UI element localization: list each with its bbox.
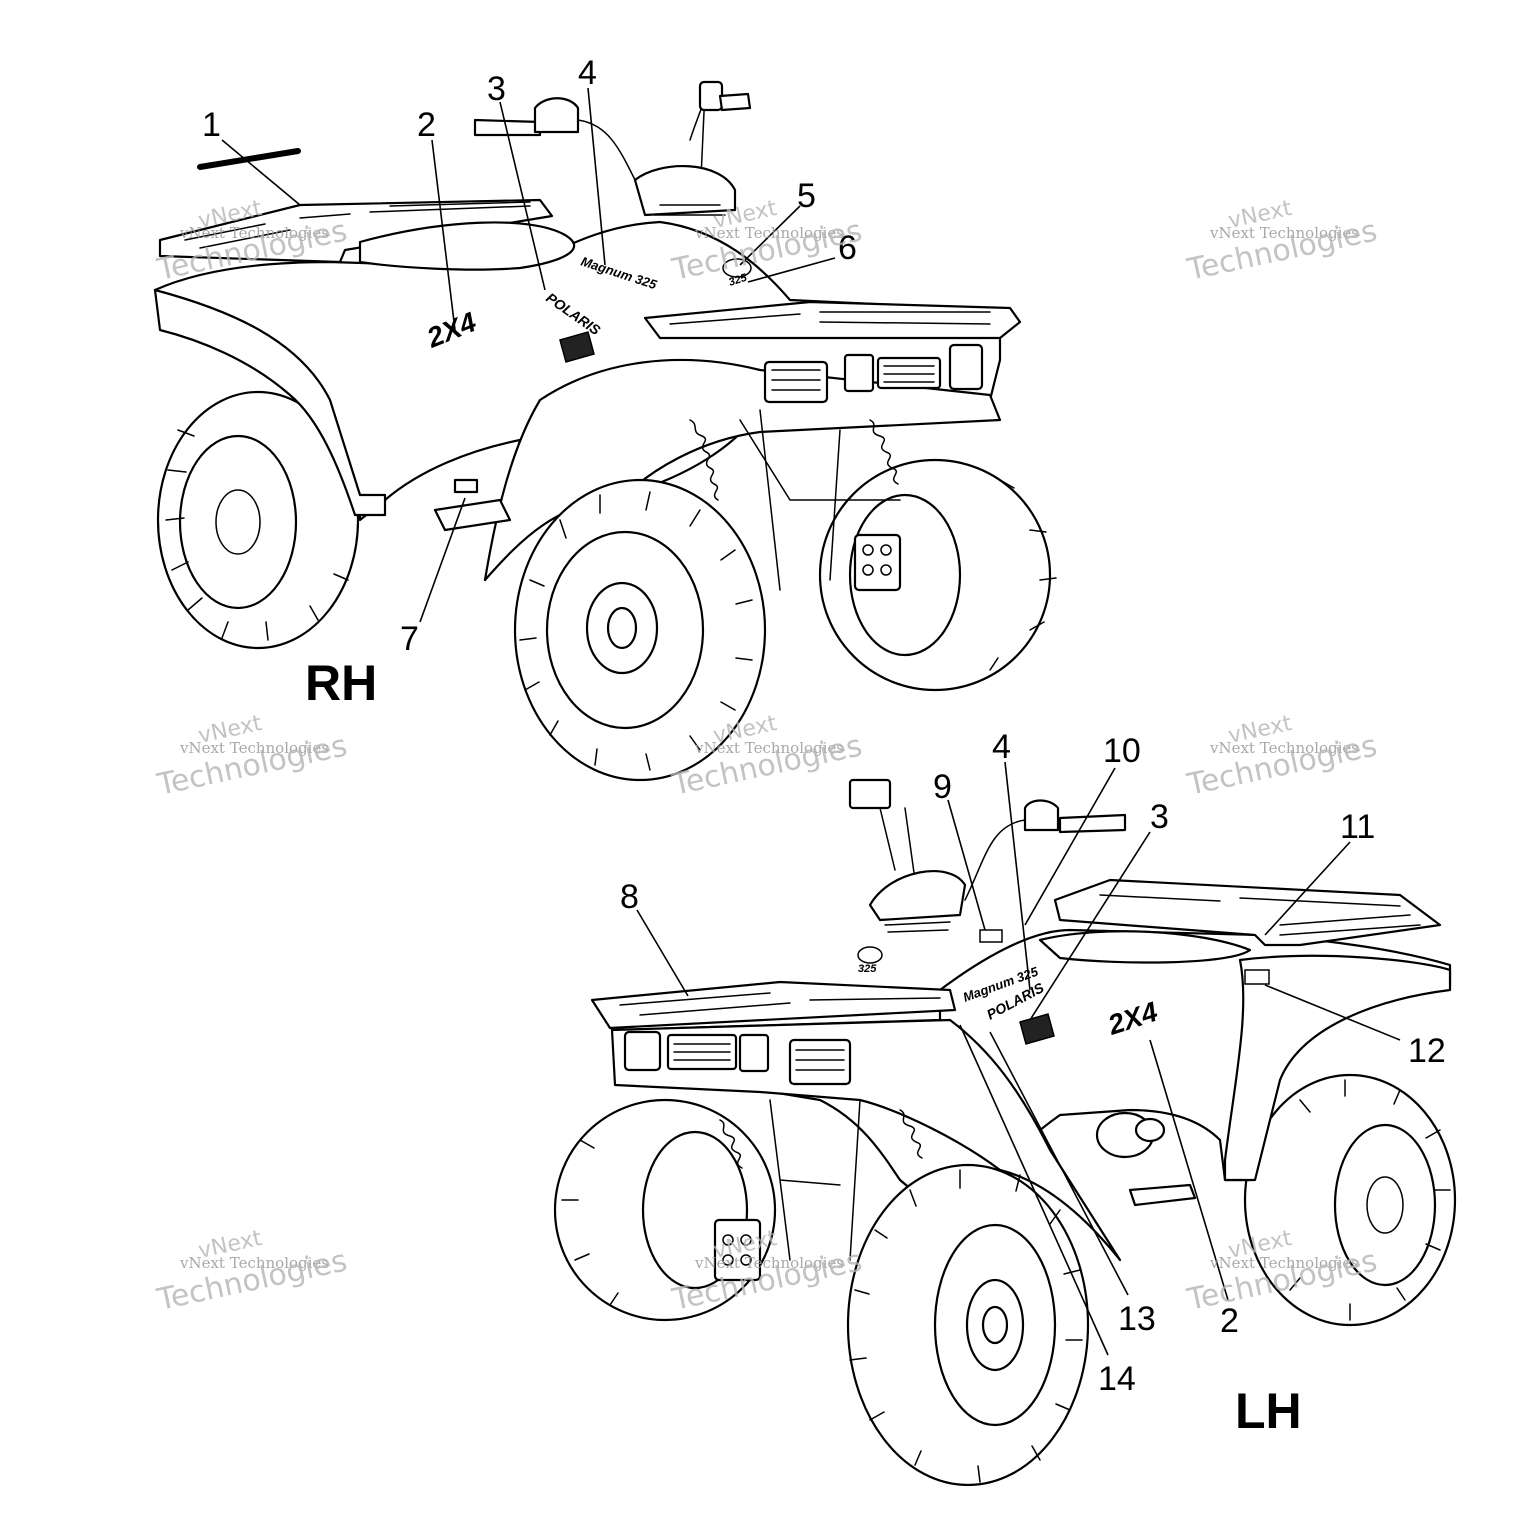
- lh-body: [590, 878, 1452, 1262]
- lh-suspension: [713, 1099, 923, 1282]
- svg-text:vNext Technologies: vNext Technologies: [694, 739, 844, 757]
- lh-rear-wheel: [1243, 1073, 1457, 1327]
- lh-badge-ring: [857, 946, 883, 964]
- svg-text:vNext Technologies: vNext Technologies: [179, 224, 329, 242]
- watermark-6: vNext vNext Technologies Technologies: [1183, 711, 1380, 803]
- lh-badge-decal: 325: [858, 963, 877, 975]
- rh-front-near-wheel: [513, 478, 767, 782]
- leader-lines: [221, 87, 1401, 1356]
- callout-rh-7: 7: [400, 620, 419, 658]
- watermark-4: vNext vNext Technologies Technologies: [153, 711, 350, 803]
- callout-rh-5: 5: [797, 177, 816, 215]
- svg-text:vNext Technologies: vNext Technologies: [1209, 739, 1359, 757]
- callout-rh-6: 6: [838, 229, 857, 267]
- watermark-7: vNext vNext Technologies Technologies: [153, 1226, 350, 1318]
- rh-badge-ring: [722, 258, 752, 278]
- callout-lh-3: 3: [1150, 798, 1169, 836]
- svg-text:vNext Technologies: vNext Technologies: [179, 1254, 329, 1272]
- callout-lh-14: 14: [1098, 1360, 1136, 1398]
- callout-rh-4: 4: [578, 54, 597, 92]
- callout-rh-3: 3: [487, 70, 506, 108]
- watermark-3: vNext vNext Technologies Technologies: [1183, 196, 1380, 288]
- rh-rear-wheel: [156, 390, 360, 650]
- callout-lh-8: 8: [620, 878, 639, 916]
- callout-lh-2: 2: [1220, 1302, 1239, 1340]
- callout-lh-10: 10: [1103, 732, 1141, 770]
- atv-right-hand-view: [153, 80, 1057, 782]
- svg-text:vNext Technologies: vNext Technologies: [1209, 224, 1359, 242]
- rh-suspension: [689, 409, 902, 592]
- svg-text:vNext Technologies: vNext Technologies: [179, 739, 329, 757]
- view-label-lh: LH: [1235, 1383, 1302, 1439]
- view-label-rh: RH: [305, 655, 377, 711]
- rh-badge-decal: 325: [727, 271, 749, 288]
- callout-lh-4: 4: [992, 728, 1011, 766]
- callout-rh-1: 1: [202, 106, 221, 144]
- callout-rh-2: 2: [417, 106, 436, 144]
- callout-lh-13: 13: [1118, 1300, 1156, 1338]
- callout-lh-11: 11: [1340, 808, 1375, 846]
- svg-text:vNext Technologies: vNext Technologies: [1209, 1254, 1359, 1272]
- callout-numbers: 1 2 3 4 5 6 7 8 9 4 10 3 11 12 13 14 2: [202, 54, 1446, 1398]
- rh-handlebars: [473, 80, 752, 217]
- atv-left-hand-view: [553, 778, 1457, 1487]
- callout-lh-9: 9: [933, 768, 952, 806]
- lh-handlebars: [848, 778, 1127, 933]
- svg-text:vNext Technologies: vNext Technologies: [694, 1254, 844, 1272]
- callout-lh-12: 12: [1408, 1032, 1446, 1070]
- svg-text:vNext Technologies: vNext Technologies: [694, 224, 844, 242]
- lh-front-near-wheel: [846, 1163, 1090, 1487]
